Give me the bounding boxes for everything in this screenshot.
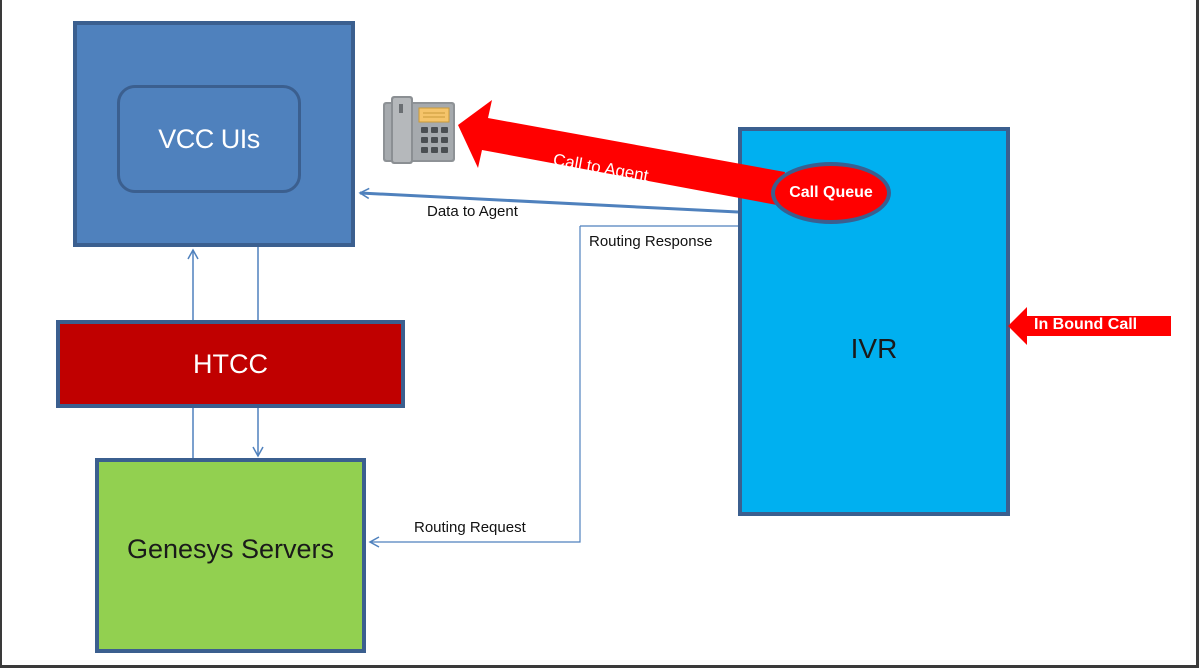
- ivr-label: IVR: [850, 332, 898, 364]
- call-queue-node: Call Queue: [771, 162, 891, 224]
- desk-phone-icon: [383, 96, 455, 164]
- data-to-agent-label: Data to Agent: [427, 203, 518, 220]
- inbound-call-label: In Bound Call: [1034, 316, 1138, 333]
- vcc-uis-label: VCC UIs: [158, 123, 260, 154]
- routing-response-label: Routing Response: [589, 233, 713, 250]
- htcc-node: HTCC: [56, 320, 405, 408]
- inbound-call-arrow: [1008, 307, 1171, 345]
- vcc-uis-node: VCC UIs: [117, 85, 301, 193]
- htcc-label: HTCC: [193, 348, 268, 379]
- genesys-servers-node: Genesys Servers: [95, 458, 366, 653]
- call-to-agent-arrow: [458, 100, 785, 205]
- genesys-servers-label: Genesys Servers: [126, 534, 335, 564]
- routing-request-label: Routing Request: [414, 519, 526, 536]
- routing-request-arrow: [368, 226, 581, 548]
- call-queue-label: Call Queue: [789, 184, 873, 201]
- data-to-agent-arrow: [358, 187, 739, 214]
